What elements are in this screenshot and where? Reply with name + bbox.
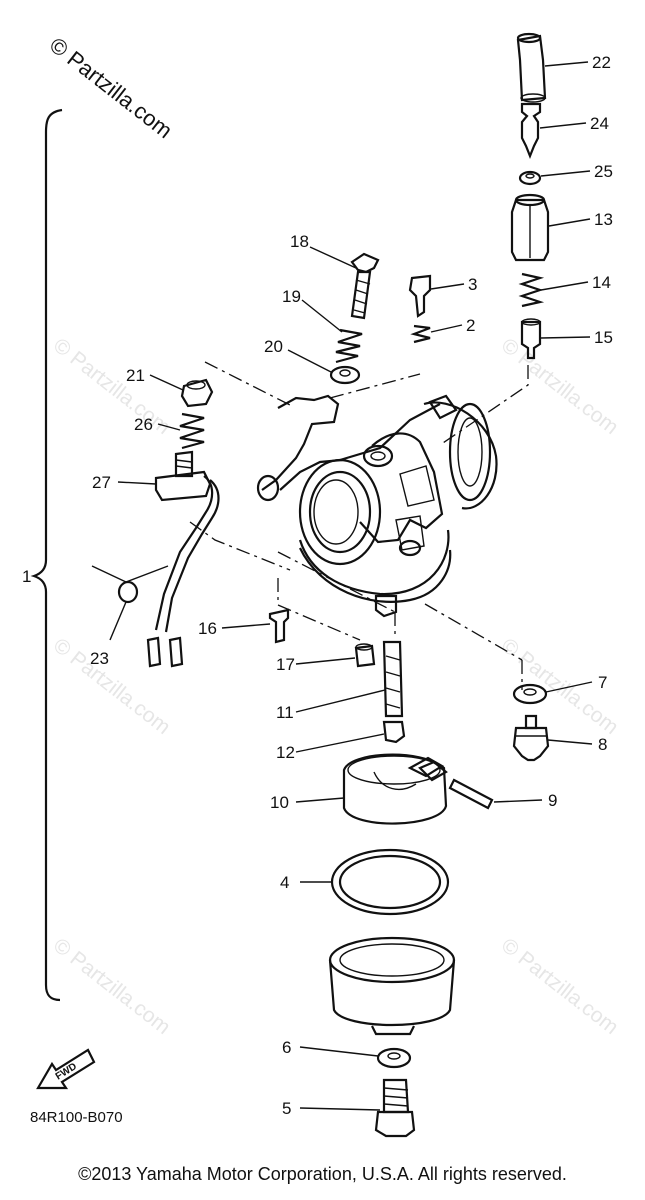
part-16-pin: [268, 608, 290, 644]
callout-22: 22: [592, 53, 611, 72]
callout-15: 15: [594, 328, 613, 347]
part-8-needle-valve: [512, 714, 550, 762]
callout-14: 14: [592, 273, 611, 292]
part-10-float: [342, 753, 448, 825]
callout-16: 16: [198, 619, 217, 638]
watermark: © Partzilla.com: [49, 934, 175, 1039]
callout-25: 25: [594, 162, 613, 181]
callout-6: 6: [282, 1038, 291, 1057]
callout-20: 20: [264, 337, 283, 356]
part-26-spring: [179, 412, 205, 450]
part-23-ring: [91, 565, 169, 641]
callout-26: 26: [134, 415, 153, 434]
part-20-washer: [329, 365, 361, 385]
callout-13: 13: [594, 210, 613, 229]
part-7-washer: [512, 683, 548, 705]
callout-17: 17: [276, 655, 295, 674]
callout-24: 24: [590, 114, 609, 133]
part-14-spring: [518, 272, 545, 308]
watermark: © Partzilla.com: [497, 934, 623, 1039]
fwd-arrow-icon: FWD: [36, 1048, 96, 1090]
callout-4: 4: [280, 873, 289, 892]
part-12-main-jet: [382, 720, 406, 744]
carburetor-body: [256, 394, 498, 618]
callout-5: 5: [282, 1099, 291, 1118]
callout-21: 21: [126, 366, 145, 385]
callout-10: 10: [270, 793, 289, 812]
callout-18: 18: [290, 232, 309, 251]
callout-7: 7: [598, 673, 607, 692]
callout-9: 9: [548, 791, 557, 810]
part-3-screw: [408, 274, 432, 318]
callout-3: 3: [468, 275, 477, 294]
part-5-plug: [374, 1078, 416, 1138]
watermark: © Partzilla.com: [497, 334, 623, 439]
part-27-starter: [146, 450, 220, 668]
part-19-spring: [335, 328, 363, 364]
watermark: © Partzilla.com: [49, 334, 175, 439]
callout-2: 2: [466, 316, 475, 335]
callout-27: 27: [92, 473, 111, 492]
watermark: © Partzilla.com: [49, 634, 175, 739]
part-18-screw: [350, 252, 380, 320]
callout-19: 19: [282, 287, 301, 306]
part-9-pin: [448, 778, 494, 810]
callout-1: 1: [22, 567, 31, 586]
part-15-plunger: [520, 318, 542, 360]
part-22-cap: [516, 32, 547, 103]
watermark-top: © Partzilla.com: [45, 32, 177, 143]
assembly-bracket: [30, 108, 63, 1002]
callout-12: 12: [276, 743, 295, 762]
part-21-cap: [180, 378, 214, 408]
callout-11: 11: [276, 703, 294, 722]
part-25-washer: [518, 170, 542, 186]
float-bowl: [328, 936, 456, 1036]
part-13-nut: [510, 193, 550, 262]
part-11-needle-jet: [382, 640, 404, 718]
part-2-spring: [410, 324, 431, 344]
part-4-gasket: [330, 848, 450, 916]
part-6-washer: [376, 1047, 412, 1069]
part-24-valve: [520, 102, 542, 159]
part-17-jet: [354, 643, 376, 668]
leader-lines: [117, 61, 593, 1111]
guide-lines: [189, 361, 529, 690]
callout-23: 23: [90, 649, 109, 668]
copyright-notice: ©2013 Yamaha Motor Corporation, U.S.A. A…: [78, 1164, 567, 1184]
callout-8: 8: [598, 735, 607, 754]
callouts: 22 24 25 13 14 15 18 19 20 3 2 21 26 27 …: [22, 53, 613, 1118]
diagram-code: 84R100-B070: [30, 1109, 123, 1126]
